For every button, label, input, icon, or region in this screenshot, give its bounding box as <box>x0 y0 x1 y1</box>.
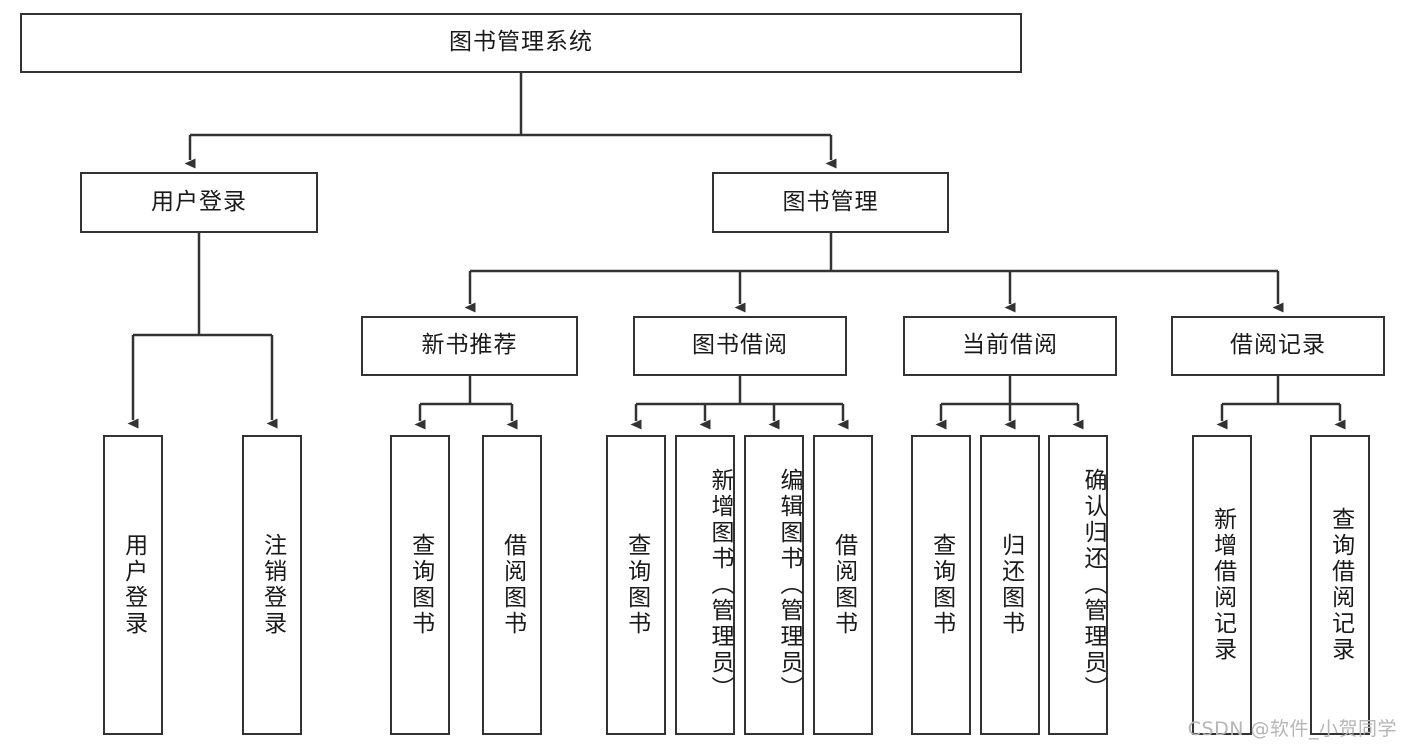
node-new-book-recommend[interactable]: 新书推荐 <box>361 316 578 376</box>
leaf-new-book-query[interactable]: 查询图书 <box>390 435 450 735</box>
node-label: 用户登录 <box>120 533 147 637</box>
node-label: 新书推荐 <box>421 332 518 359</box>
node-user-login[interactable]: 用户登录 <box>80 172 318 233</box>
node-label: 借阅图书 <box>830 533 857 637</box>
node-label: 新增图书（管理员） <box>707 468 733 702</box>
leaf-current-borrow-return[interactable]: 归还图书 <box>980 435 1040 735</box>
node-label: 图书管理系统 <box>449 29 593 56</box>
leaf-book-borrow-edit[interactable]: 编辑图书（管理员） <box>744 435 804 735</box>
node-label: 查询图书 <box>623 533 650 637</box>
node-label: 归还图书 <box>997 533 1024 637</box>
node-label: 借阅图书 <box>499 533 526 637</box>
node-label: 当前借阅 <box>962 332 1058 359</box>
node-label: 新增借阅记录 <box>1209 507 1236 663</box>
leaf-user-login-logout[interactable]: 注销登录 <box>242 435 302 735</box>
leaf-borrow-record-add[interactable]: 新增借阅记录 <box>1192 435 1252 735</box>
node-book-management[interactable]: 图书管理 <box>712 172 949 233</box>
node-label: 图书借阅 <box>692 332 788 359</box>
leaf-new-book-borrow[interactable]: 借阅图书 <box>482 435 542 735</box>
leaf-current-borrow-confirm-return[interactable]: 确认归还（管理员） <box>1048 435 1108 735</box>
node-label: 查询图书 <box>407 533 434 637</box>
leaf-book-borrow-add[interactable]: 新增图书（管理员） <box>675 435 735 735</box>
leaf-book-borrow-borrow[interactable]: 借阅图书 <box>813 435 873 735</box>
node-borrow-record[interactable]: 借阅记录 <box>1171 316 1385 376</box>
node-label: 确认归还（管理员） <box>1080 468 1106 702</box>
node-label: 图书管理 <box>782 188 879 215</box>
watermark-text: CSDN @软件_小贺同学 <box>1187 718 1397 740</box>
node-label: 编辑图书（管理员） <box>776 468 802 702</box>
leaf-user-login-login[interactable]: 用户登录 <box>103 435 163 735</box>
node-label: 查询借阅记录 <box>1327 507 1354 663</box>
leaf-borrow-record-query[interactable]: 查询借阅记录 <box>1310 435 1370 735</box>
node-label: 借阅记录 <box>1230 332 1326 359</box>
node-root-book-management-system[interactable]: 图书管理系统 <box>20 13 1022 73</box>
node-label: 查询图书 <box>928 533 955 637</box>
leaf-current-borrow-query[interactable]: 查询图书 <box>911 435 971 735</box>
leaf-book-borrow-query[interactable]: 查询图书 <box>606 435 666 735</box>
node-current-borrow[interactable]: 当前借阅 <box>903 316 1117 376</box>
node-label: 注销登录 <box>259 533 286 637</box>
node-book-borrow[interactable]: 图书借阅 <box>633 316 847 376</box>
node-label: 用户登录 <box>151 188 247 215</box>
